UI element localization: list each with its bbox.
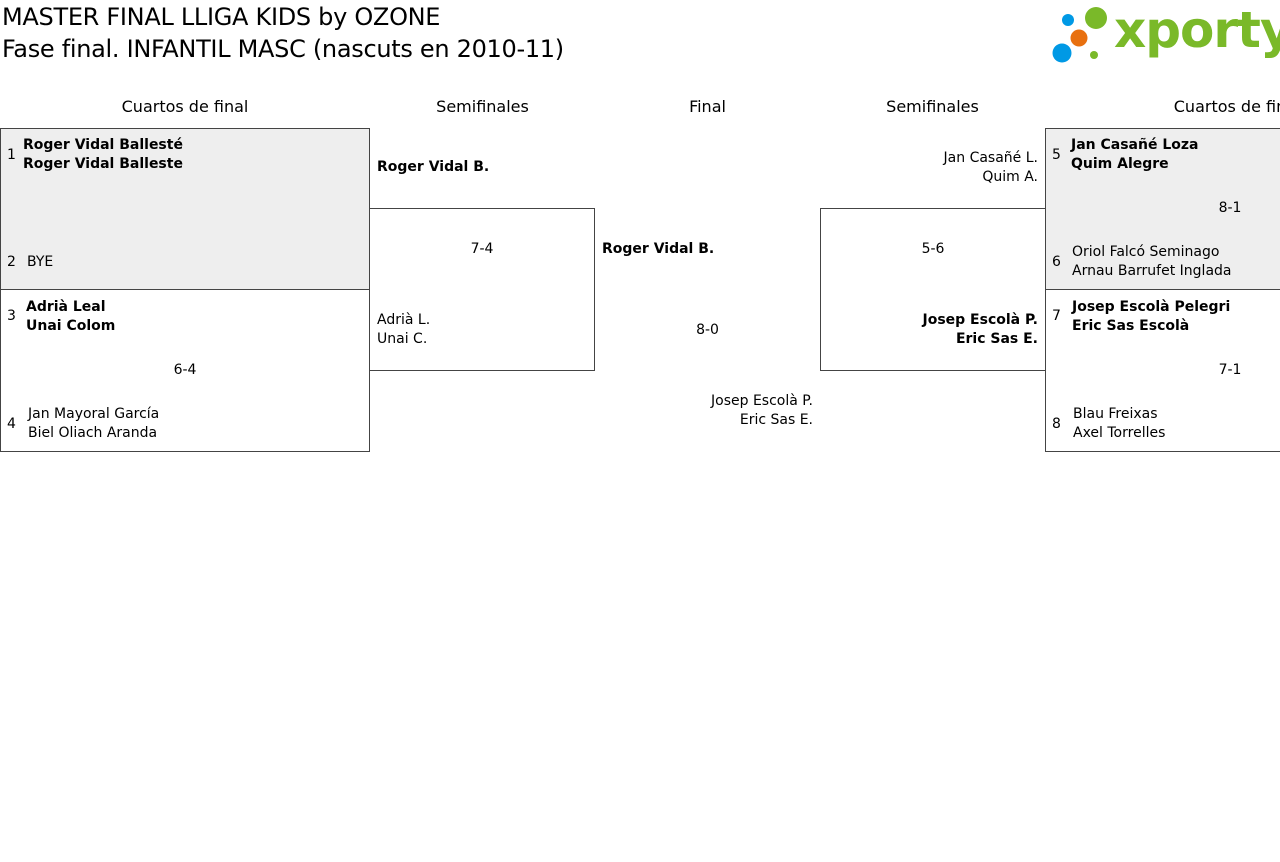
seed-number: 6 — [1052, 254, 1061, 270]
match-score: 7-4 — [470, 241, 494, 257]
seed-number: 5 — [1052, 147, 1061, 163]
match-quarter-1[interactable] — [0, 128, 370, 290]
seed-number: 3 — [7, 308, 16, 324]
team-player-2: Arnau Barrufet Inglada — [1072, 263, 1232, 279]
team-player-1: Oriol Falcó Seminago — [1072, 244, 1220, 260]
match-quarter-3[interactable] — [1045, 128, 1280, 290]
logo-wordmark: xporty — [1114, 1, 1280, 59]
right-semi-top-player-1: Jan Casañé L. — [943, 150, 1038, 166]
team-player-1: Jan Casañé Loza — [1071, 137, 1199, 153]
team-player-1: BYE — [27, 254, 54, 270]
left-semi-bottom-player-2: Unai C. — [377, 331, 428, 347]
match-score: 6-4 — [173, 362, 197, 378]
team-player-1: Jan Mayoral García — [28, 406, 160, 422]
xporty-logo[interactable]: xporty — [1052, 1, 1280, 67]
right-semi-top-player-2: Quim A. — [982, 169, 1038, 185]
match-score: 8-1 — [1218, 200, 1242, 216]
seed-number: 7 — [1052, 308, 1061, 324]
match-left-semi[interactable] — [369, 208, 595, 371]
final-runner-up-player-1: Josep Escolà P. — [711, 393, 813, 409]
left-semi-top-team: Roger Vidal B. — [377, 159, 490, 175]
right-semi-bottom-player-2: Eric Sas E. — [955, 331, 1038, 347]
team-player-1: Blau Freixas — [1073, 406, 1158, 422]
team-player-1: Adrià Leal — [26, 299, 106, 315]
team-player-2: Biel Oliach Aranda — [28, 425, 158, 441]
seed-number: 4 — [7, 416, 16, 432]
page-subtitle: Fase final. INFANTIL MASC (nascuts en 20… — [2, 35, 564, 63]
team-player-2: Unai Colom — [26, 318, 116, 334]
match-score: 7-1 — [1218, 362, 1242, 378]
column-header-left-quarters: Cuartos de final — [121, 97, 249, 116]
team-player-1: Josep Escolà Pelegri — [1072, 299, 1231, 315]
match-quarter-4[interactable] — [1045, 289, 1280, 452]
logo-dots-icon — [1052, 7, 1107, 63]
seed-number: 1 — [7, 147, 16, 163]
team-player-2: Roger Vidal Balleste — [23, 156, 183, 172]
column-header-left-semis: Semifinales — [436, 97, 529, 116]
match-score: 5-6 — [921, 241, 945, 257]
team-player-2: Quim Alegre — [1071, 156, 1169, 172]
seed-number: 2 — [7, 254, 16, 270]
page-title: MASTER FINAL LLIGA KIDS by OZONE — [2, 3, 441, 31]
team-player-2: Axel Torrelles — [1073, 425, 1166, 441]
final-score: 8-0 — [696, 322, 719, 338]
final-runner-up-player-2: Eric Sas E. — [739, 412, 813, 428]
final-winner: Roger Vidal B. — [602, 241, 715, 257]
team-player-2: Eric Sas Escolà — [1072, 318, 1190, 334]
left-semi-bottom-player-1: Adrià L. — [377, 312, 431, 328]
right-semi-bottom-player-1: Josep Escolà P. — [922, 312, 1039, 328]
seed-number: 8 — [1052, 416, 1061, 432]
column-header-right-semis: Semifinales — [886, 97, 979, 116]
column-header-right-quarters: Cuartos de fin — [1173, 97, 1280, 116]
team-player-1: Roger Vidal Ballesté — [23, 137, 183, 153]
column-header-final: Final — [689, 97, 726, 116]
